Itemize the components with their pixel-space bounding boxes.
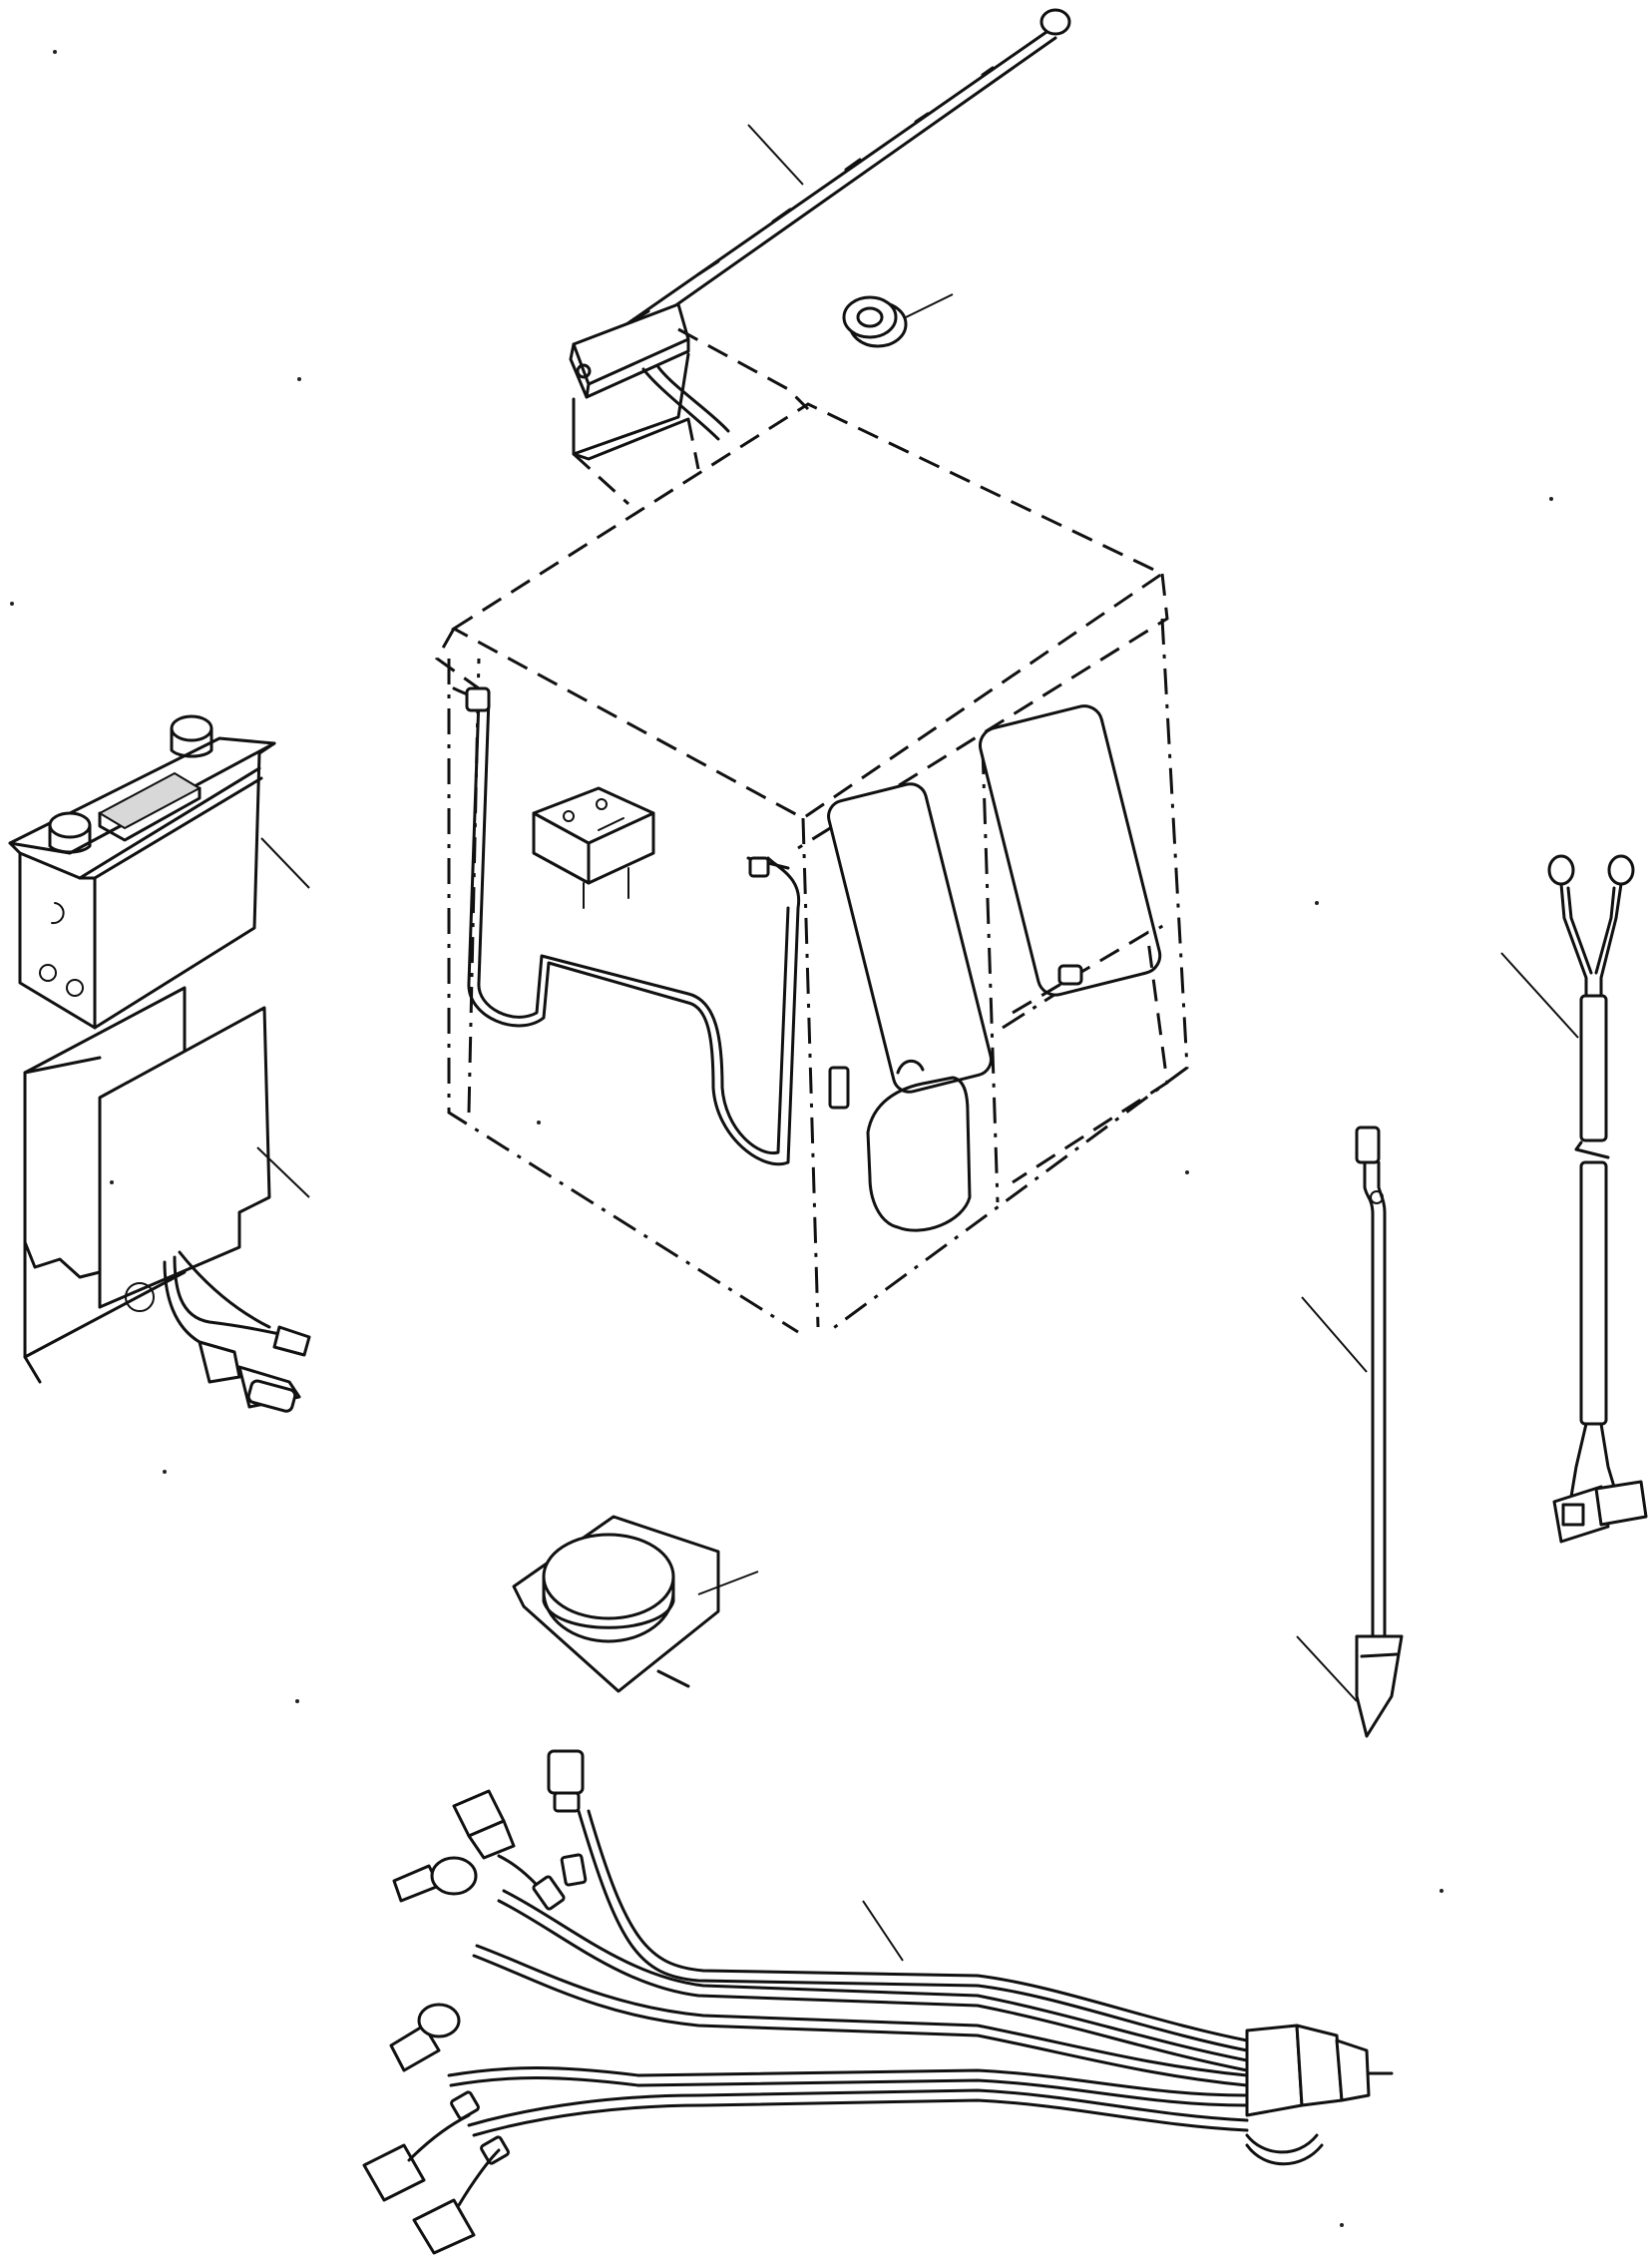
grommet-icon xyxy=(842,295,908,348)
bracket-icon xyxy=(23,986,311,1413)
antenna-leader xyxy=(747,124,804,186)
harness-leader xyxy=(862,1900,904,1962)
speaker-leader xyxy=(697,1571,759,1595)
radio-leader xyxy=(260,837,310,889)
speaker-icon xyxy=(512,1515,720,1693)
antenna-icon xyxy=(569,8,1071,506)
scan-speck-group xyxy=(10,50,1553,2227)
antenna-cable-leader-2 xyxy=(1296,1635,1358,1702)
cab-icon xyxy=(435,402,1189,1334)
bracket-leader xyxy=(256,1146,310,1198)
power-cable-leader xyxy=(1500,952,1579,1039)
cable-icon xyxy=(1355,1126,1404,1738)
cable-icon xyxy=(1547,854,1648,1544)
grommet-leader xyxy=(905,293,954,318)
radio-icon xyxy=(8,714,276,1030)
antenna-cable-leader-1 xyxy=(1301,1296,1368,1373)
harness-icon xyxy=(362,1749,1394,2255)
